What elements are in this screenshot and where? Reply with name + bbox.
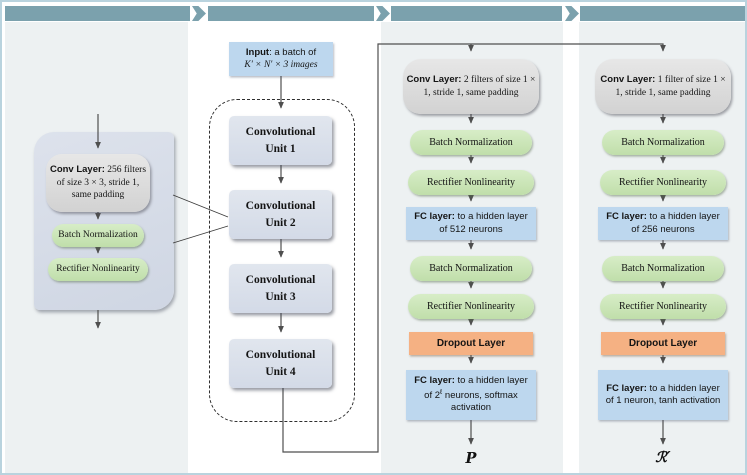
input-box: Input: a batch of K′ × N′ × 3 images (229, 42, 333, 76)
policy-fc-1-box: FC layer: to a hidden layer of 512 neuro… (406, 207, 536, 240)
value-batch-norm-2-box: Batch Normalization (602, 256, 724, 281)
chevron-right-icon (565, 6, 579, 21)
conv-unit-1-box: Convolutional Unit 1 (229, 116, 332, 165)
value-dropout-box: Dropout Layer (601, 332, 725, 355)
policy-output-label: P (465, 450, 477, 467)
conv-unit-3-box: Convolutional Unit 3 (229, 264, 332, 313)
value-relu-2-box: Rectifier Nonlinearity (600, 294, 726, 319)
policy-batch-norm-2-box: Batch Normalization (410, 256, 532, 281)
policy-dropout-box: Dropout Layer (409, 332, 533, 355)
value-fc-2-box: FC layer: to a hidden layer of 1 neuron,… (598, 370, 728, 420)
policy-relu-2-box: Rectifier Nonlinearity (408, 294, 534, 319)
value-batch-norm-1-box: Batch Normalization (602, 130, 724, 155)
conv-unit-2-box: Convolutional Unit 2 (229, 190, 332, 239)
policy-batch-norm-1-box: Batch Normalization (410, 130, 532, 155)
chevron-right-icon (192, 6, 206, 21)
value-conv-layer-box: Conv Layer: 1 filter of size 1 × 1, stri… (595, 59, 731, 114)
value-relu-1-box: Rectifier Nonlinearity (600, 170, 726, 195)
value-fc-1-box: FC layer: to a hidden layer of 256 neuro… (598, 207, 728, 240)
header-bar-1 (5, 6, 190, 21)
header-bar-2 (208, 6, 374, 21)
policy-fc-2-box: FC layer: to a hidden layer of 2ℓ neuron… (406, 370, 536, 420)
value-output-label: ℛ′ (655, 449, 671, 466)
policy-relu-1-box: Rectifier Nonlinearity (408, 170, 534, 195)
chevron-right-icon (376, 6, 390, 21)
conv-layer-box-detail: Conv Layer: 256 filters of size 3 × 3, s… (46, 154, 150, 212)
batch-norm-box-detail: Batch Normalization (52, 224, 144, 247)
relu-box-detail: Rectifier Nonlinearity (48, 258, 148, 281)
policy-conv-layer-box: Conv Layer: 2 filters of size 1 × 1, str… (403, 59, 539, 114)
header-bar-3 (391, 6, 562, 21)
header-bar-4 (580, 6, 745, 21)
conv-unit-4-box: Convolutional Unit 4 (229, 339, 332, 388)
